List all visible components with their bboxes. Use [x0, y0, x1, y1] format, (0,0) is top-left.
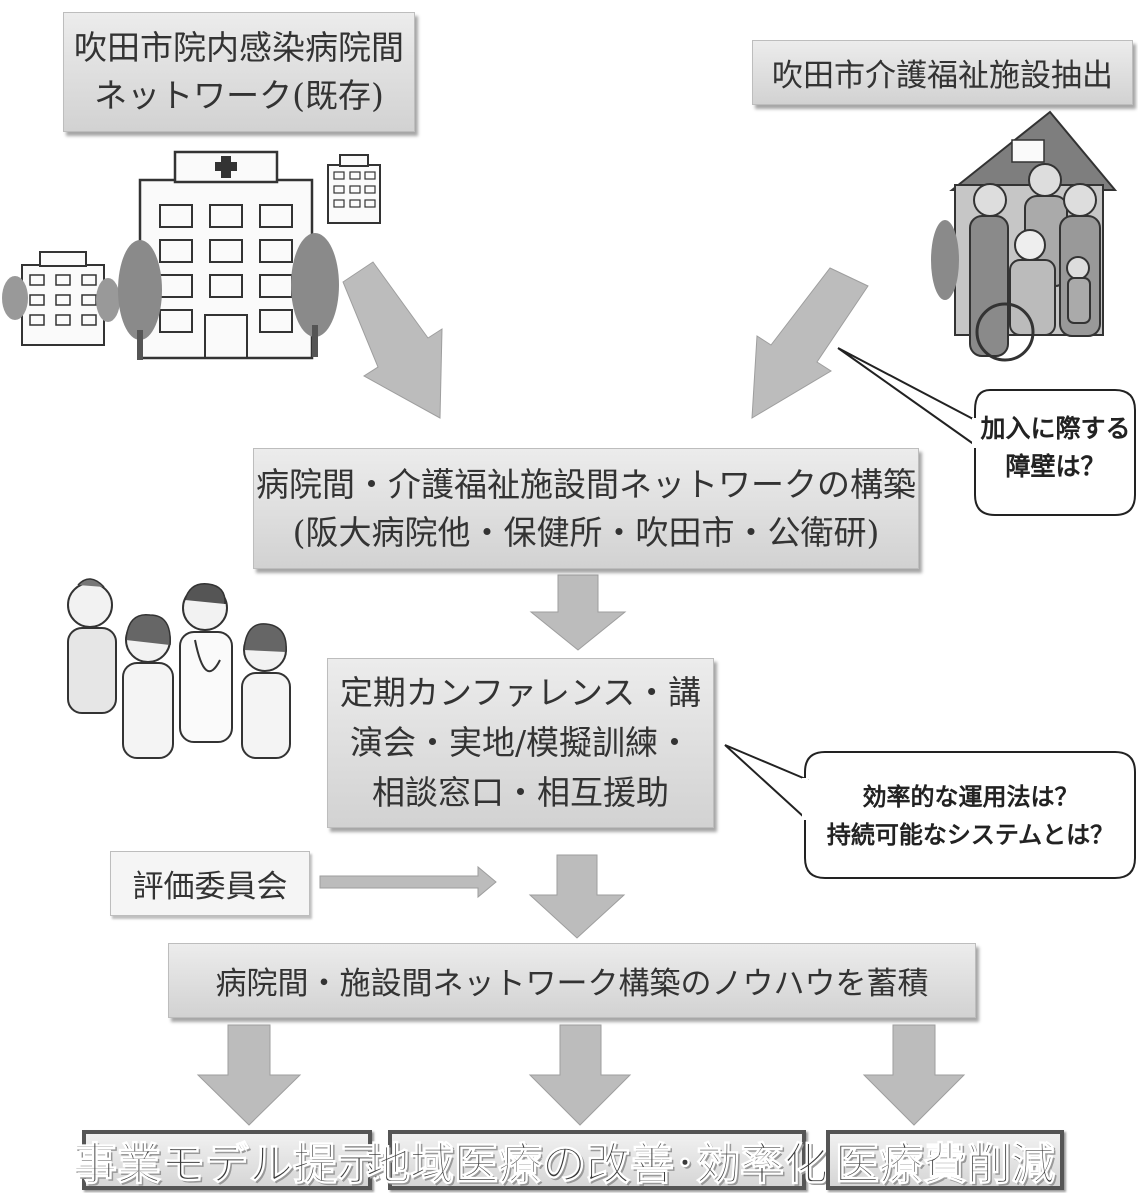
callout-barrier-text: 加入に際する 障壁は？ [978, 410, 1133, 486]
arrow-to-regional-care [528, 1024, 632, 1126]
arrow-to-business-model [196, 1024, 302, 1126]
knowhow-box: 病院間・施設間ネットワーク構築のノウハウを蓄積 [168, 943, 976, 1018]
network-build-line2: (阪大病院他・保健所・吹田市・公衛研) [292, 512, 880, 552]
arrow-activities-to-knowhow [528, 854, 626, 939]
hospital-buildings-icon [2, 150, 381, 360]
arrow-network-to-activities [529, 574, 627, 651]
arrow-from-care-facilities [751, 267, 869, 419]
hospital-network-box: 吹田市院内感染病院間 ネットワーク(既存) [63, 12, 415, 132]
activities-box: 定期カンファレンス・講 演会・実地/模擬訓練・ 相談窓口・相互援助 [327, 658, 714, 828]
hospital-network-line2: ネットワーク(既存) [94, 76, 384, 115]
arrow-to-cost-reduction [862, 1024, 966, 1126]
callout-barrier-line2: 障壁は？ [1005, 452, 1106, 481]
knowhow-label: 病院間・施設間ネットワーク構築のノウハウを蓄積 [215, 966, 929, 1002]
outcome-cost-reduction-label: 医療費削減 [835, 1139, 1056, 1191]
callout-operation-line1: 効率的な運用法は？ [862, 783, 1079, 811]
callout-barrier-bubble [974, 389, 1136, 516]
network-build-line1: 病院間・介護福祉施設間ネットワークの構築 [256, 464, 916, 504]
medical-staff-icon [67, 578, 291, 759]
callout-barrier-line1: 加入に際する [980, 414, 1131, 443]
activities-line1: 定期カンファレンス・講 [339, 673, 702, 712]
activities-line2: 演会・実地/模擬訓練・ [349, 723, 692, 762]
care-extraction-label: 吹田市介護福祉施設抽出 [772, 58, 1113, 94]
activities-line3: 相談窓口・相互援助 [372, 773, 669, 812]
callout-operation-bubble [804, 751, 1136, 879]
network-build-box: 病院間・介護福祉施設間ネットワークの構築 (阪大病院他・保健所・吹田市・公衛研) [253, 448, 919, 569]
hospital-network-line1: 吹田市院内感染病院間 [74, 28, 404, 67]
outcome-regional-care-label: 地域医療の改善･効率化 [366, 1139, 829, 1191]
outcome-business-model-label: 事業モデル提示 [73, 1139, 382, 1191]
evaluation-committee-box: 評価委員会 [110, 851, 310, 916]
care-extraction-box: 吹田市介護福祉施設抽出 [752, 40, 1133, 105]
outcome-business-model: 事業モデル提示 [73, 1130, 382, 1191]
callout-operation-text: 効率的な運用法は？ 持続可能なシステムとは？ [808, 778, 1133, 854]
evaluation-committee-label: 評価委員会 [132, 869, 288, 905]
outcome-regional-care: 地域医療の改善･効率化 [366, 1130, 829, 1191]
outcome-cost-reduction: 医療費削減 [826, 1130, 1064, 1191]
callout-operation-line2: 持続可能なシステムとは？ [826, 821, 1115, 849]
arrow-from-hospitals [342, 261, 443, 419]
arrow-evaluation-to-center [319, 865, 497, 899]
care-facility-people-icon [931, 110, 1118, 362]
